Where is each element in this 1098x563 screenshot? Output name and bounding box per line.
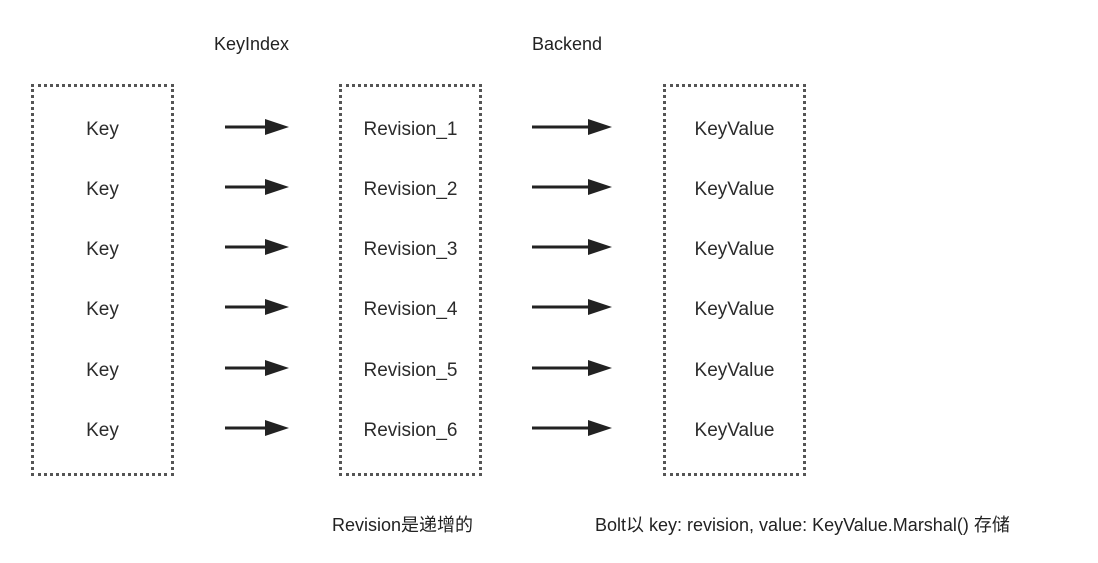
arrow-right-icon xyxy=(532,420,612,436)
revision-column: Revision_1 Revision_2 Revision_3 Revisio… xyxy=(339,84,482,476)
key-item: Key xyxy=(86,299,119,320)
keyvalue-item: KeyValue xyxy=(694,420,775,441)
arrow-right-icon xyxy=(225,239,289,255)
arrow-right-icon xyxy=(225,299,289,315)
key-column: Key Key Key Key Key Key xyxy=(31,84,174,476)
keyvalue-item: KeyValue xyxy=(694,299,775,320)
bolt-storage-note: Bolt以 key: revision, value: KeyValue.Mar… xyxy=(595,515,1010,535)
arrow-right-icon xyxy=(225,119,289,135)
arrow-right-icon xyxy=(532,179,612,195)
arrow-right-icon xyxy=(225,420,289,436)
revision-item: Revision_1 xyxy=(363,119,458,140)
keyvalue-item: KeyValue xyxy=(694,239,775,260)
backend-heading: Backend xyxy=(532,34,603,54)
revision-item: Revision_4 xyxy=(363,299,458,320)
key-item: Key xyxy=(86,179,119,200)
key-item: Key xyxy=(86,420,119,441)
keyvalue-item: KeyValue xyxy=(694,179,775,200)
arrow-right-icon xyxy=(532,360,612,376)
keyvalue-item: KeyValue xyxy=(694,360,775,381)
key-item: Key xyxy=(86,119,119,140)
revision-item: Revision_6 xyxy=(363,420,458,441)
keyvalue-item: KeyValue xyxy=(694,119,775,140)
arrow-right-icon xyxy=(532,119,612,135)
revision-item: Revision_2 xyxy=(363,179,458,200)
arrow-right-icon xyxy=(532,299,612,315)
keyvalue-column: KeyValue KeyValue KeyValue KeyValue KeyV… xyxy=(663,84,806,476)
key-item: Key xyxy=(86,239,119,260)
revision-item: Revision_3 xyxy=(363,239,458,260)
arrow-right-icon xyxy=(225,179,289,195)
revision-note: Revision是递增的 xyxy=(332,515,474,535)
keyindex-heading: KeyIndex xyxy=(214,34,290,54)
key-item: Key xyxy=(86,360,119,381)
revision-item: Revision_5 xyxy=(363,360,458,381)
arrow-right-icon xyxy=(532,239,612,255)
arrow-right-icon xyxy=(225,360,289,376)
